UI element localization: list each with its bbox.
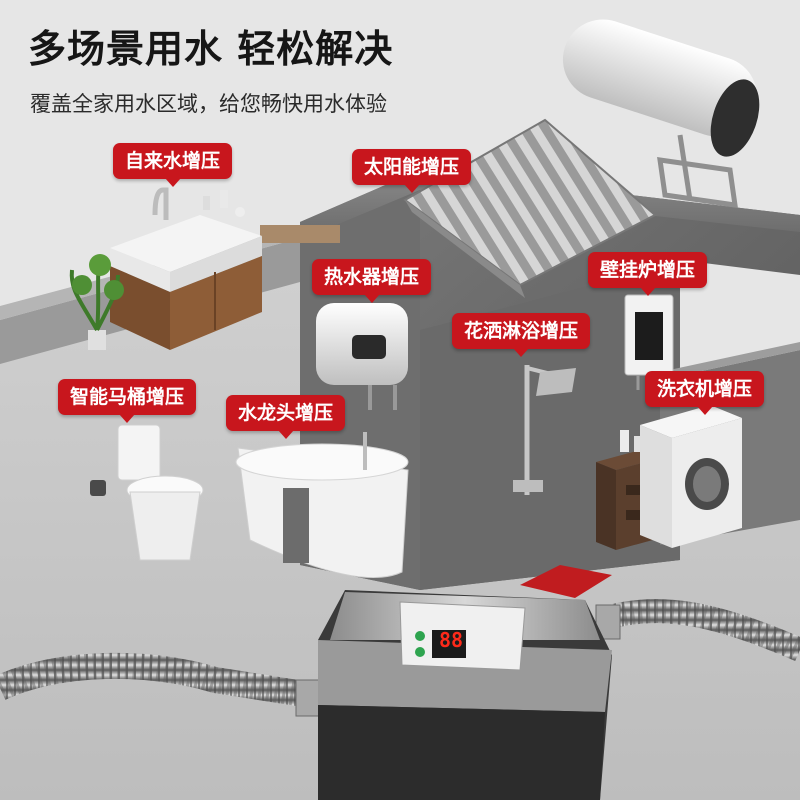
bathtub: [235, 432, 409, 578]
shower-set: [513, 365, 576, 495]
floor-mat: [520, 565, 612, 598]
wall-boiler: [624, 294, 674, 390]
tag-water-heater: 热水器增压: [312, 259, 432, 303]
solar-water-heater: [403, 19, 760, 298]
booster-pump: [318, 590, 612, 800]
subheadline: 覆盖全家用水区域，给您畅快用水体验: [30, 92, 387, 116]
tag-wall-boiler: 壁挂炉增压: [588, 252, 708, 296]
pump-display-digits: 88: [438, 628, 464, 652]
tag-solar: 太阳能增压: [352, 149, 472, 193]
potted-plant: [69, 254, 124, 350]
headline: 多场景用水 轻松解决: [28, 27, 394, 71]
washing-machine: [640, 405, 742, 548]
tag-washer: 洗衣机增压: [645, 371, 765, 415]
smart-toilet: [90, 424, 204, 561]
tag-tap-water: 自来水增压: [113, 143, 233, 187]
tag-shower: 花洒淋浴增压: [452, 313, 591, 357]
sink-cabinet: [110, 187, 340, 350]
electric-water-heater: [316, 303, 408, 410]
tag-faucet: 水龙头增压: [226, 395, 346, 439]
tag-toilet: 智能马桶增压: [58, 379, 197, 423]
